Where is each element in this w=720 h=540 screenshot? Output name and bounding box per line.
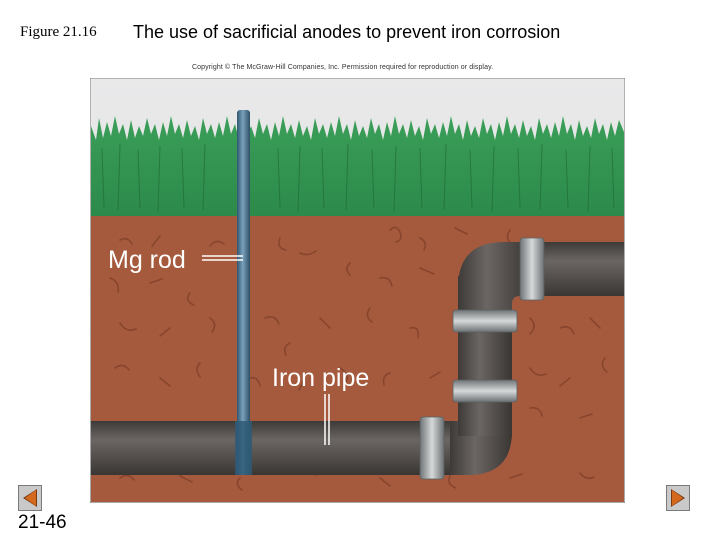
- mg-rod: [237, 110, 250, 475]
- pipe-collar-bottom: [420, 417, 444, 479]
- iron-pipe-label: Iron pipe: [272, 364, 369, 392]
- pipe-collar-riser-upper: [453, 310, 517, 332]
- sacrificial-anode-diagram: Mg rod Iron pipe: [90, 78, 625, 503]
- copyright-notice: Copyright © The McGraw-Hill Companies, I…: [192, 64, 493, 71]
- slide-title: The use of sacrificial anodes to prevent…: [133, 22, 560, 43]
- previous-slide-button[interactable]: [18, 485, 42, 511]
- next-slide-button[interactable]: [666, 485, 690, 511]
- triangle-right-icon: [666, 485, 690, 511]
- mg-rod-label: Mg rod: [108, 246, 186, 274]
- slide-number: 21-46: [18, 512, 67, 534]
- figure-label: Figure 21.16: [20, 24, 97, 41]
- mg-rod-joint: [235, 421, 252, 475]
- pipe-collar-top: [520, 238, 544, 300]
- triangle-left-icon: [18, 485, 42, 511]
- pipe-collar-riser-lower: [453, 380, 517, 402]
- iron-pipe-bottom: [91, 421, 451, 475]
